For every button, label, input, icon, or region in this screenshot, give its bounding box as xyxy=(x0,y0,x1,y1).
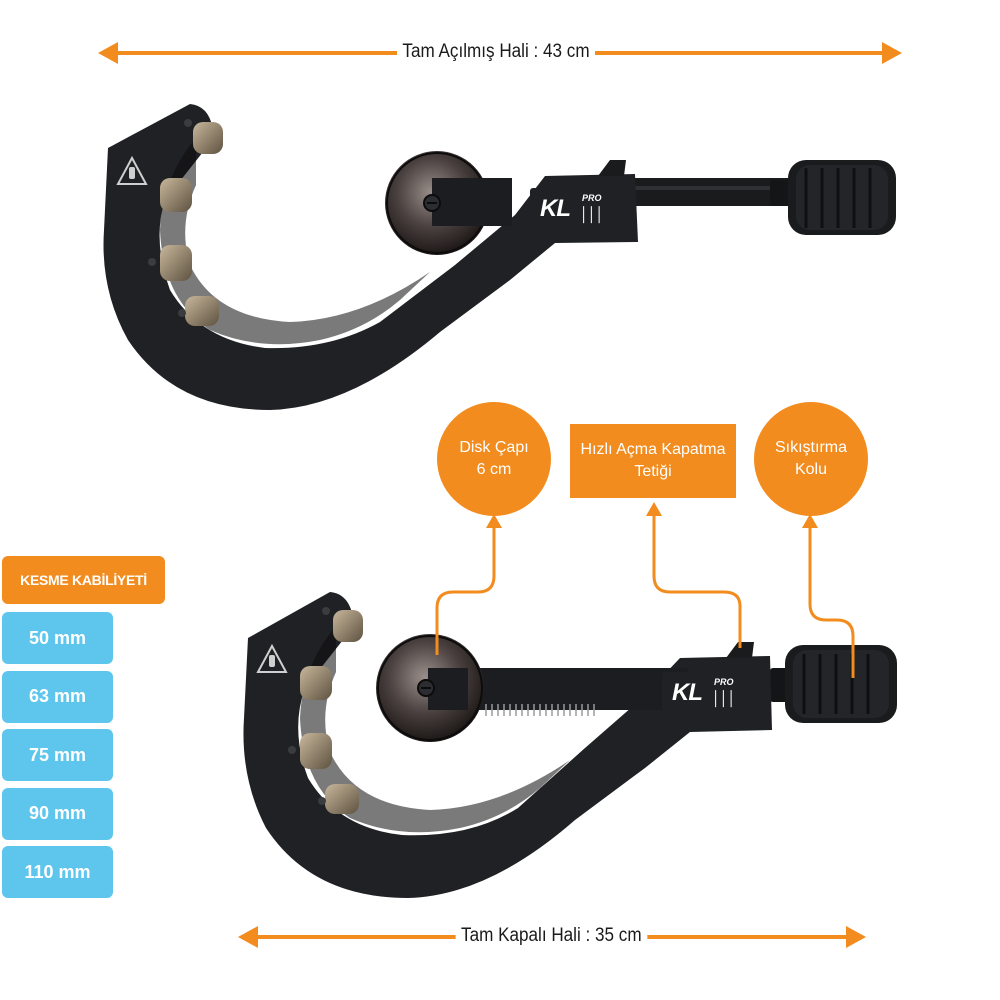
quick-release-subtitle: Tetiği xyxy=(634,463,672,480)
tightening-lever-title: Sıkıştırma xyxy=(774,439,847,457)
cutting-disc xyxy=(376,634,484,742)
pipe-cutter-closed xyxy=(243,592,897,898)
capacity-size-item: 110 mm xyxy=(2,846,113,898)
brand-logo-top: KL PRO │││ xyxy=(540,193,612,225)
disc-diameter-callout: Disk Çapı 6 cm xyxy=(437,402,551,516)
brand-logo-text: KL xyxy=(672,679,703,706)
capacity-size-item: 63 mm xyxy=(2,670,113,723)
quick-release-trigger-callout: Hızlı Açma Kapatma Tetiği xyxy=(570,424,736,498)
brand-logo-suffix: PRO xyxy=(714,677,734,687)
cutting-disc xyxy=(385,151,512,255)
callout-leader-lines xyxy=(435,502,855,678)
tightening-lever-subtitle: Kolu xyxy=(794,461,828,478)
brand-logo-bars: │││ xyxy=(580,206,604,222)
guide-roller xyxy=(160,122,223,326)
cutting-capacity-header: KESME KABİLİYETİ xyxy=(2,556,165,604)
quick-release-title: Hızlı Açma Kapatma xyxy=(580,441,726,459)
capacity-size-item: 75 mm xyxy=(2,729,113,781)
tightening-knob xyxy=(770,645,897,723)
cutting-capacity-list: 50 mm 63 mm 75 mm 90 mm 110 mm xyxy=(2,612,113,905)
return-spring xyxy=(485,704,595,716)
brand-logo-bars: │││ xyxy=(712,690,736,706)
disc-diameter-value: 6 cm xyxy=(476,461,512,478)
pipe-cutter-open xyxy=(103,104,896,410)
brand-logo-text: KL xyxy=(540,195,571,222)
tightening-knob xyxy=(770,160,896,235)
brand-logo-bottom: KL PRO │││ xyxy=(672,677,744,709)
capacity-size-item: 50 mm xyxy=(2,612,113,664)
open-length-label: Tam Açılmış Hali : 43 cm xyxy=(397,41,595,63)
capacity-size-item: 90 mm xyxy=(2,787,113,840)
tightening-lever-callout: Sıkıştırma Kolu xyxy=(754,402,868,516)
disc-diameter-title: Disk Çapı xyxy=(459,439,529,457)
warning-hand-icon xyxy=(116,155,148,185)
warning-hand-icon xyxy=(256,643,288,673)
closed-length-label: Tam Kapalı Hali : 35 cm xyxy=(455,925,648,947)
guide-roller xyxy=(300,610,363,814)
brand-logo-suffix: PRO xyxy=(582,193,602,203)
